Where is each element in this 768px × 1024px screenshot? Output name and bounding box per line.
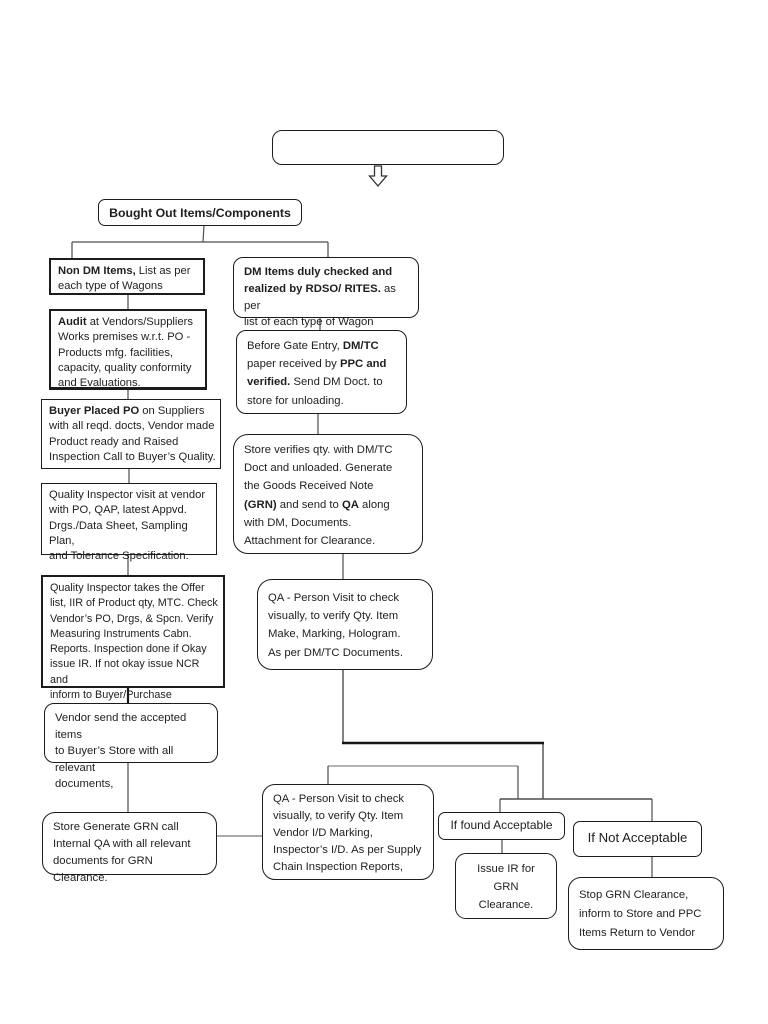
- node-qa-visit-check-visually: QA - Person Visit to check visually, to …: [257, 579, 433, 670]
- node-if-found-acceptable: If found Acceptable: [438, 812, 565, 840]
- node-dm-items-checked: DM Items duly checked and realized by RD…: [233, 257, 419, 328]
- node-vendor-send-accepted: Vendor send the accepted items to Buyer’…: [44, 703, 218, 790]
- node-if-not-acceptable: If Not Acceptable: [573, 821, 702, 857]
- node-stop-grn-clearance: Stop GRN Clearance, inform to Store and …: [568, 877, 724, 950]
- node-non-dm-items: Non DM Items, List as per each type of W…: [49, 258, 205, 295]
- node-buyer-placed-po: Buyer Placed PO on Suppliers with all re…: [41, 399, 221, 469]
- node-quality-inspector-visit: Quality Inspector visit at vendor with P…: [41, 483, 217, 562]
- node-store-verifies-qty: Store verifies qty. with DM/TC Doct and …: [233, 434, 423, 554]
- node-issue-ir-grn: Issue IR for GRN Clearance.: [455, 853, 557, 919]
- node-bought-out-items: Bought Out Items/Components: [98, 199, 302, 226]
- node-start-blank: [272, 130, 504, 165]
- node-audit-vendors: Audit at Vendors/Suppliers Works premise…: [49, 309, 207, 390]
- node-quality-inspector-takes-offer: Quality Inspector takes the Offer list, …: [41, 575, 225, 701]
- branch-connectors: [71, 225, 653, 877]
- node-qa-visit-verify-marking: QA - Person Visit to check visually, to …: [262, 784, 434, 880]
- thick-connectors: [126, 688, 544, 745]
- node-store-generate-grn: Store Generate GRN call Internal QA with…: [42, 812, 217, 884]
- node-before-gate-entry: Before Gate Entry, DM/TC paper received …: [236, 330, 407, 414]
- down-block-arrow-icon: [368, 165, 388, 188]
